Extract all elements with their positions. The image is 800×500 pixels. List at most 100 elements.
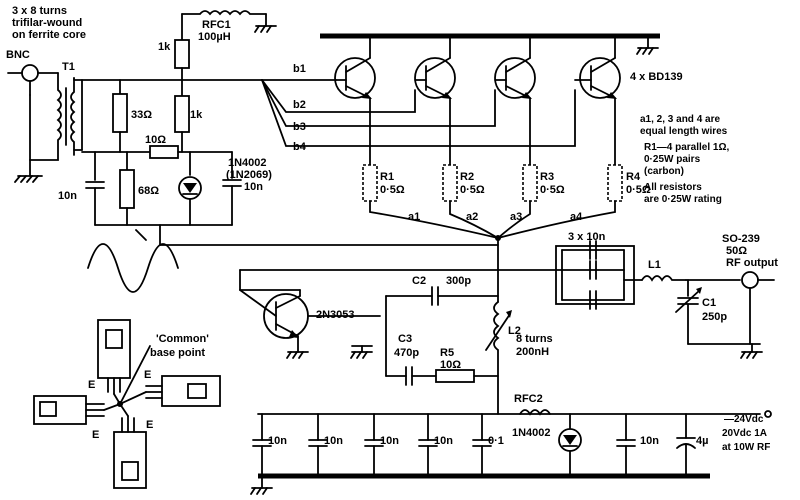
bnc-label: BNC — [6, 49, 30, 61]
r2-label: R2 — [460, 171, 474, 183]
capacitor-10n-diode-label: 10n — [244, 181, 263, 193]
resistor-r5 — [435, 369, 475, 383]
r-note-1: R1—4 parallel 1Ω, — [644, 142, 730, 153]
capacitor-4u — [676, 413, 696, 477]
transistors-label: 4 x BD139 — [630, 71, 683, 83]
transformer-note-3: on ferrite core — [12, 29, 86, 41]
r3-label: R3 — [540, 171, 554, 183]
r5-label: R5 — [440, 347, 454, 359]
l1-label: L1 — [648, 259, 661, 271]
r1-value: 0·5Ω — [380, 184, 405, 196]
transistor-q4 — [574, 35, 621, 166]
l2-turns: 8 turns — [516, 333, 553, 345]
capacitor-bank — [555, 240, 635, 310]
a1-label: a1 — [408, 211, 420, 223]
resistor-1k-top-label: 1k — [158, 41, 171, 53]
transformer-t1 — [29, 72, 76, 161]
c3-value: 470p — [394, 347, 419, 359]
wires-note-1: a1, 2, 3 and 4 are — [640, 114, 720, 125]
bnc-connector — [7, 64, 59, 161]
transistor-q1 — [334, 35, 376, 166]
capacitor-10n-4 — [418, 413, 438, 477]
rfc2-inductor — [519, 409, 551, 416]
inductor-l1 — [623, 275, 741, 282]
a3-label: a3 — [510, 211, 522, 223]
capacitor-10n-3-label: 10n — [380, 435, 399, 447]
r4-label: R4 — [626, 171, 641, 183]
capacitor-4u-label: 4µ — [696, 435, 708, 447]
r-note-5: are 0·25W rating — [644, 194, 722, 205]
transistor-2n3053-label: 2N3053 — [316, 309, 355, 321]
rfc2-label: RFC2 — [514, 393, 543, 405]
so239-connector — [741, 271, 775, 345]
c3-label: C3 — [398, 333, 412, 345]
transformer-note-2: trifilar-wound — [12, 17, 82, 29]
rfc1-inductor — [181, 10, 267, 43]
ground-symbol — [740, 343, 763, 359]
a4-label: a4 — [570, 211, 583, 223]
c1-value: 250p — [702, 311, 727, 323]
supply-label-1: —24Vdc — [724, 414, 764, 425]
l2-value: 200nH — [516, 346, 549, 358]
r5-value: 10Ω — [440, 359, 461, 371]
emitter-label-4: E — [146, 419, 153, 431]
c2-value: 300p — [446, 275, 471, 287]
capacitor-10n-5 — [616, 413, 636, 477]
resistor-33-label: 33Ω — [131, 109, 152, 121]
transistor-q3 — [494, 35, 536, 166]
inductor-l2 — [485, 301, 512, 415]
layout-sketch — [33, 319, 221, 489]
r2-value: 0·5Ω — [460, 184, 485, 196]
supply-label-3: at 10W RF — [722, 442, 770, 453]
rfc1-value: 100µH — [198, 31, 231, 43]
b4-label: b4 — [293, 141, 307, 153]
ground-symbol — [250, 475, 273, 495]
ohm50-label: 50Ω — [726, 245, 747, 257]
resistor-r1 — [362, 164, 378, 202]
capacitor-0-1-label: 0·1 — [488, 435, 504, 447]
capacitor-c1-variable — [675, 279, 702, 345]
common-label-2: base point — [150, 347, 205, 359]
resistor-33 — [112, 93, 128, 133]
c2-label: C2 — [412, 275, 426, 287]
sine-waveform — [87, 243, 179, 293]
resistor-68-label: 68Ω — [138, 185, 159, 197]
ground-symbol — [254, 13, 277, 33]
resistor-r3 — [522, 164, 538, 202]
emitter-label-1: E — [88, 379, 95, 391]
supply-label-2: 20Vdc 1A — [722, 428, 767, 439]
c1-label: C1 — [702, 297, 716, 309]
capacitor-10n-1-label: 10n — [268, 435, 287, 447]
resistor-68 — [119, 169, 135, 209]
capacitor-10n-2-label: 10n — [324, 435, 343, 447]
rfc1-label: RFC1 — [202, 19, 231, 31]
ground-symbol — [286, 351, 309, 359]
rf-output-label: RF output — [726, 257, 778, 269]
b2-label: b2 — [293, 99, 306, 111]
waveform-pointer — [135, 229, 147, 241]
transistor-q2 — [414, 35, 456, 166]
resistor-1k-top — [174, 39, 190, 69]
r-note-2: 0·25W pairs — [644, 154, 701, 165]
r-note-3: (carbon) — [644, 166, 684, 177]
r-note-4: All resistors — [644, 182, 702, 193]
ground-symbol — [636, 35, 659, 55]
capacitor-10n-5-label: 10n — [640, 435, 659, 447]
capacitor-10n-4-label: 10n — [434, 435, 453, 447]
diode-alt-label: (1N2069) — [226, 169, 272, 181]
resistor-1k-mid — [174, 95, 190, 133]
emitter-label-3: E — [92, 429, 99, 441]
diode-1n4002-supply — [558, 413, 582, 477]
capacitor-0-1 — [472, 413, 492, 477]
cap-bank-label: 3 x 10n — [568, 231, 606, 243]
transistor-2n3053 — [239, 289, 381, 353]
common-label-1: 'Common' — [156, 333, 209, 345]
t1-label: T1 — [62, 61, 75, 73]
ground-symbol — [14, 159, 43, 183]
b1-label: b1 — [293, 63, 306, 75]
l2-label: L2 — [508, 325, 521, 337]
transformer-note-1: 3 x 8 turns — [12, 5, 67, 17]
resistor-10 — [149, 145, 179, 159]
diode-1n4002-bias — [178, 176, 202, 200]
